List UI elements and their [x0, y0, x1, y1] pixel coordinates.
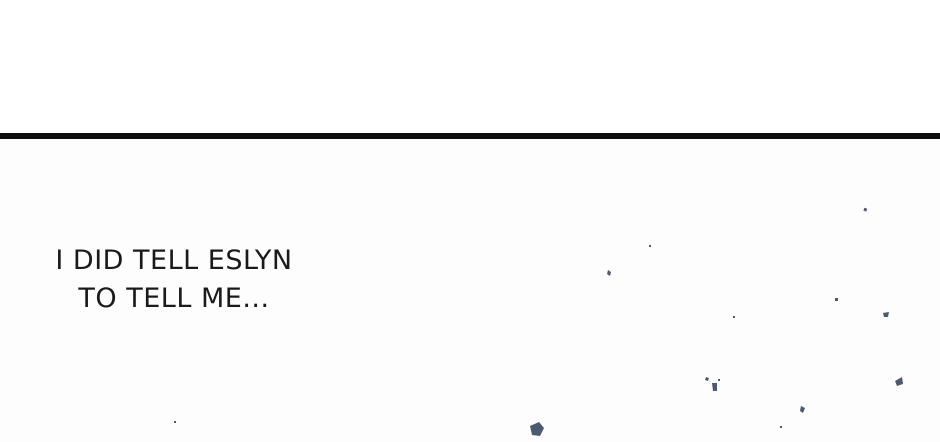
- debris-particle: [649, 245, 651, 247]
- debris-particle: [863, 207, 868, 212]
- caption-line-1: I DID TELL ESLYN: [55, 245, 293, 276]
- debris-particle: [733, 316, 735, 318]
- debris-particle: [174, 421, 176, 423]
- debris-particle: [712, 383, 717, 391]
- top-panel: [0, 0, 940, 133]
- debris-particle: [883, 312, 889, 317]
- debris-particle: [780, 426, 782, 428]
- debris-particle: [895, 377, 903, 386]
- debris-particle: [705, 377, 709, 381]
- caption-line-2: TO TELL ME...: [78, 283, 270, 314]
- debris-particle: [718, 379, 720, 381]
- debris-particle: [835, 298, 838, 301]
- panel-divider: [0, 133, 940, 139]
- narration-caption: I DID TELL ESLYN TO TELL ME...: [44, 242, 304, 318]
- debris-particle: [530, 422, 544, 436]
- debris-particle: [607, 270, 611, 276]
- bottom-panel: [0, 139, 940, 442]
- debris-particle: [800, 406, 805, 413]
